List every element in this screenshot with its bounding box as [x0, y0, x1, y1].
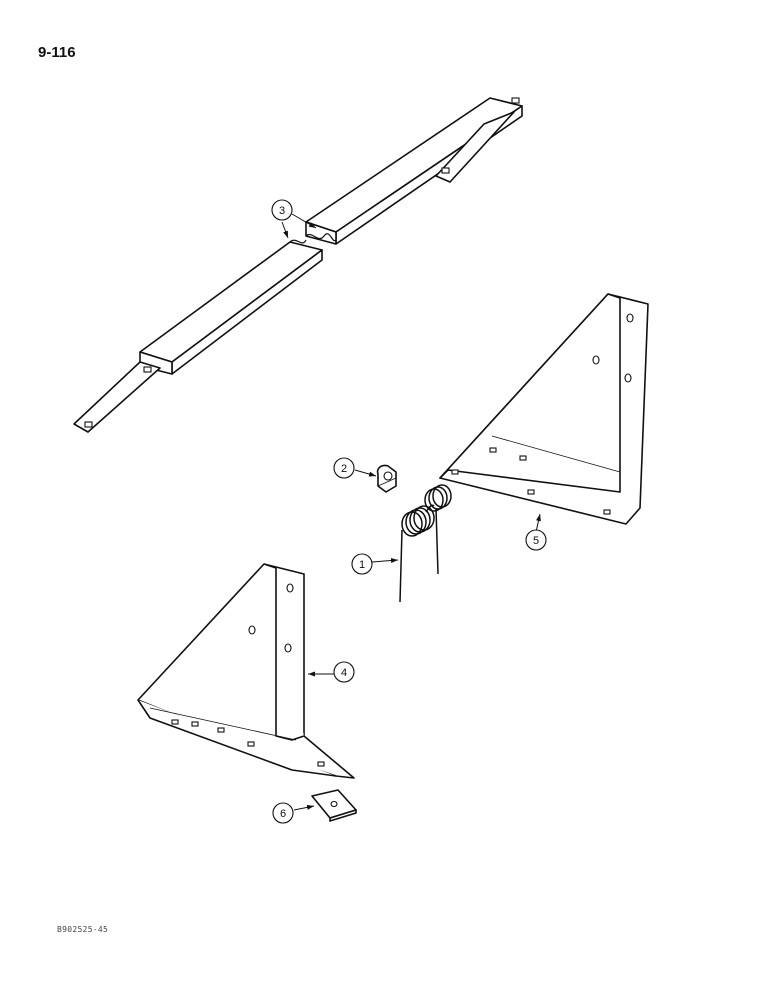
channel-bar-part: [73, 97, 523, 433]
slot-hole: [511, 97, 520, 104]
callout-3-label: 3: [279, 205, 285, 217]
slot-hole: [603, 509, 611, 515]
callout-6-label: 6: [280, 808, 286, 820]
clip-part: [376, 464, 397, 493]
left-bracket-part: [137, 563, 355, 779]
leader-lines: [281, 213, 541, 811]
mounting-hole: [248, 625, 256, 635]
callout-4-label: 4: [341, 667, 347, 679]
callout-2-label: 2: [341, 463, 347, 475]
mounting-hole: [592, 355, 600, 365]
callout-2: 2: [333, 457, 355, 479]
callout-4: 4: [333, 661, 355, 683]
mounting-hole: [284, 643, 292, 653]
callout-1-label: 1: [359, 559, 365, 571]
mounting-hole: [626, 313, 634, 323]
callout-5-label: 5: [533, 535, 539, 547]
torsion-spring-part: [399, 484, 452, 603]
slot-hole: [217, 727, 225, 733]
slot-hole: [191, 721, 199, 727]
right-bracket-part: [439, 293, 649, 525]
slot-hole: [143, 366, 152, 373]
slot-hole: [519, 455, 527, 461]
square-plate-part: [311, 789, 357, 822]
mounting-hole: [624, 373, 632, 383]
mounting-hole: [286, 583, 294, 593]
page-number: 9-116: [38, 44, 76, 61]
callout-5: 5: [525, 529, 547, 551]
slot-hole: [247, 741, 255, 747]
figure-code: B902525-45: [57, 925, 109, 934]
slot-hole: [441, 167, 450, 174]
slot-hole: [451, 469, 459, 475]
slot-hole: [527, 489, 535, 495]
callout-1: 1: [351, 553, 373, 575]
slot-hole: [317, 761, 325, 767]
callout-6: 6: [272, 802, 294, 824]
slot-hole: [171, 719, 179, 725]
slot-hole: [489, 447, 497, 453]
callout-3: 3: [271, 199, 293, 221]
slot-hole: [84, 421, 93, 428]
